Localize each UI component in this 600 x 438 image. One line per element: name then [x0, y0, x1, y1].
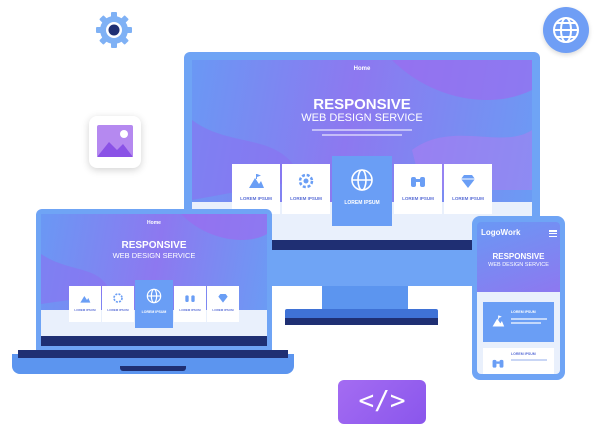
- phone-logo[interactable]: LogoWork: [481, 228, 521, 237]
- code-icon: </>: [358, 386, 406, 416]
- diamond-icon: [218, 294, 228, 303]
- desktop-card[interactable]: LOREM IPSUM: [444, 164, 492, 214]
- laptop-base: [12, 354, 294, 374]
- desktop-text-line: [322, 134, 402, 136]
- image-icon: [97, 125, 133, 157]
- binoculars-icon: [492, 359, 504, 368]
- laptop-trackpad-notch: [120, 366, 186, 371]
- phone-headline: RESPONSIVE: [492, 252, 545, 261]
- desktop-card-label: LOREM IPSUM: [452, 196, 484, 201]
- settings-icon: [96, 12, 132, 48]
- mountain-icon: [80, 296, 91, 303]
- gear-icon: [298, 173, 314, 189]
- binoculars-icon: [185, 295, 195, 302]
- laptop-keyboard-deck: [18, 350, 288, 358]
- phone-card-label: LOREM IPSUM: [511, 352, 536, 356]
- desktop-card-label: LOREM IPSUM: [290, 196, 322, 201]
- image-badge: [89, 116, 141, 168]
- desktop-card[interactable]: LOREM IPSUM: [232, 164, 280, 214]
- hamburger-icon[interactable]: [549, 230, 557, 238]
- desktop-headline: RESPONSIVE: [313, 96, 411, 113]
- laptop-subheadline: WEB DESIGN SERVICE: [112, 251, 196, 260]
- desktop-nav-home[interactable]: Home: [353, 66, 371, 72]
- gear-icon: [113, 293, 123, 303]
- phone-card-text-line: [511, 359, 547, 361]
- desktop-card-label: LOREM IPSUM: [402, 196, 434, 201]
- phone-card[interactable]: LOREM IPSUM: [483, 348, 554, 374]
- laptop-card-label: LOREM IPSUM: [141, 310, 167, 314]
- mountain-icon: [249, 174, 264, 188]
- laptop-card-featured[interactable]: LOREM IPSUM: [135, 280, 173, 328]
- laptop-card[interactable]: LOREM IPSUM: [102, 286, 134, 322]
- monitor-stand-foot: [285, 318, 438, 325]
- desktop-subheadline: WEB DESIGN SERVICE: [301, 112, 423, 124]
- desktop-text-line: [312, 129, 412, 131]
- phone-subheadline: WEB DESIGN SERVICE: [488, 262, 549, 268]
- phone-card[interactable]: LOREM IPSUM: [483, 302, 554, 342]
- laptop-card[interactable]: LOREM IPSUM: [69, 286, 101, 322]
- phone: LogoWork RESPONSIVE WEB DESIGN SERVICE L…: [472, 216, 565, 380]
- binoculars-icon: [411, 177, 425, 187]
- laptop-screen: Home RESPONSIVE WEB DESIGN SERVICE LOREM…: [41, 214, 267, 340]
- laptop-headline: RESPONSIVE: [121, 240, 187, 251]
- code-button: </>: [338, 380, 426, 424]
- desktop-card-label: LOREM IPSUM: [344, 200, 380, 206]
- desktop-card[interactable]: LOREM IPSUM: [394, 164, 442, 214]
- laptop-card[interactable]: LOREM IPSUM: [174, 286, 206, 322]
- desktop-card-featured[interactable]: LOREM IPSUM: [332, 156, 392, 226]
- phone-card-text-line: [511, 322, 541, 324]
- laptop-card[interactable]: LOREM IPSUM: [207, 286, 239, 322]
- globe-badge: [543, 7, 589, 53]
- desktop-card-label: LOREM IPSUM: [240, 196, 272, 201]
- laptop-nav-home[interactable]: Home: [147, 220, 161, 226]
- laptop-card-label: LOREM IPSUM: [179, 308, 201, 312]
- laptop-card-label: LOREM IPSUM: [74, 308, 96, 312]
- globe-icon: [553, 17, 579, 43]
- phone-card-text-line: [511, 318, 547, 320]
- laptop: Home RESPONSIVE WEB DESIGN SERVICE LOREM…: [36, 209, 272, 354]
- laptop-screen-bottom-bar: [41, 336, 267, 346]
- globe-icon: [146, 288, 162, 304]
- laptop-card-label: LOREM IPSUM: [107, 308, 129, 312]
- phone-card-label: LOREM IPSUM: [511, 310, 536, 314]
- mountain-icon: [492, 315, 505, 327]
- globe-icon: [351, 169, 373, 191]
- monitor-stand-neck: [322, 286, 408, 312]
- laptop-card-label: LOREM IPSUM: [212, 308, 234, 312]
- desktop-screen-bottom-bar: [192, 240, 532, 250]
- desktop-card[interactable]: LOREM IPSUM: [282, 164, 330, 214]
- diamond-icon: [461, 175, 475, 188]
- phone-screen: LogoWork RESPONSIVE WEB DESIGN SERVICE L…: [477, 222, 560, 374]
- settings-badge: [94, 10, 134, 50]
